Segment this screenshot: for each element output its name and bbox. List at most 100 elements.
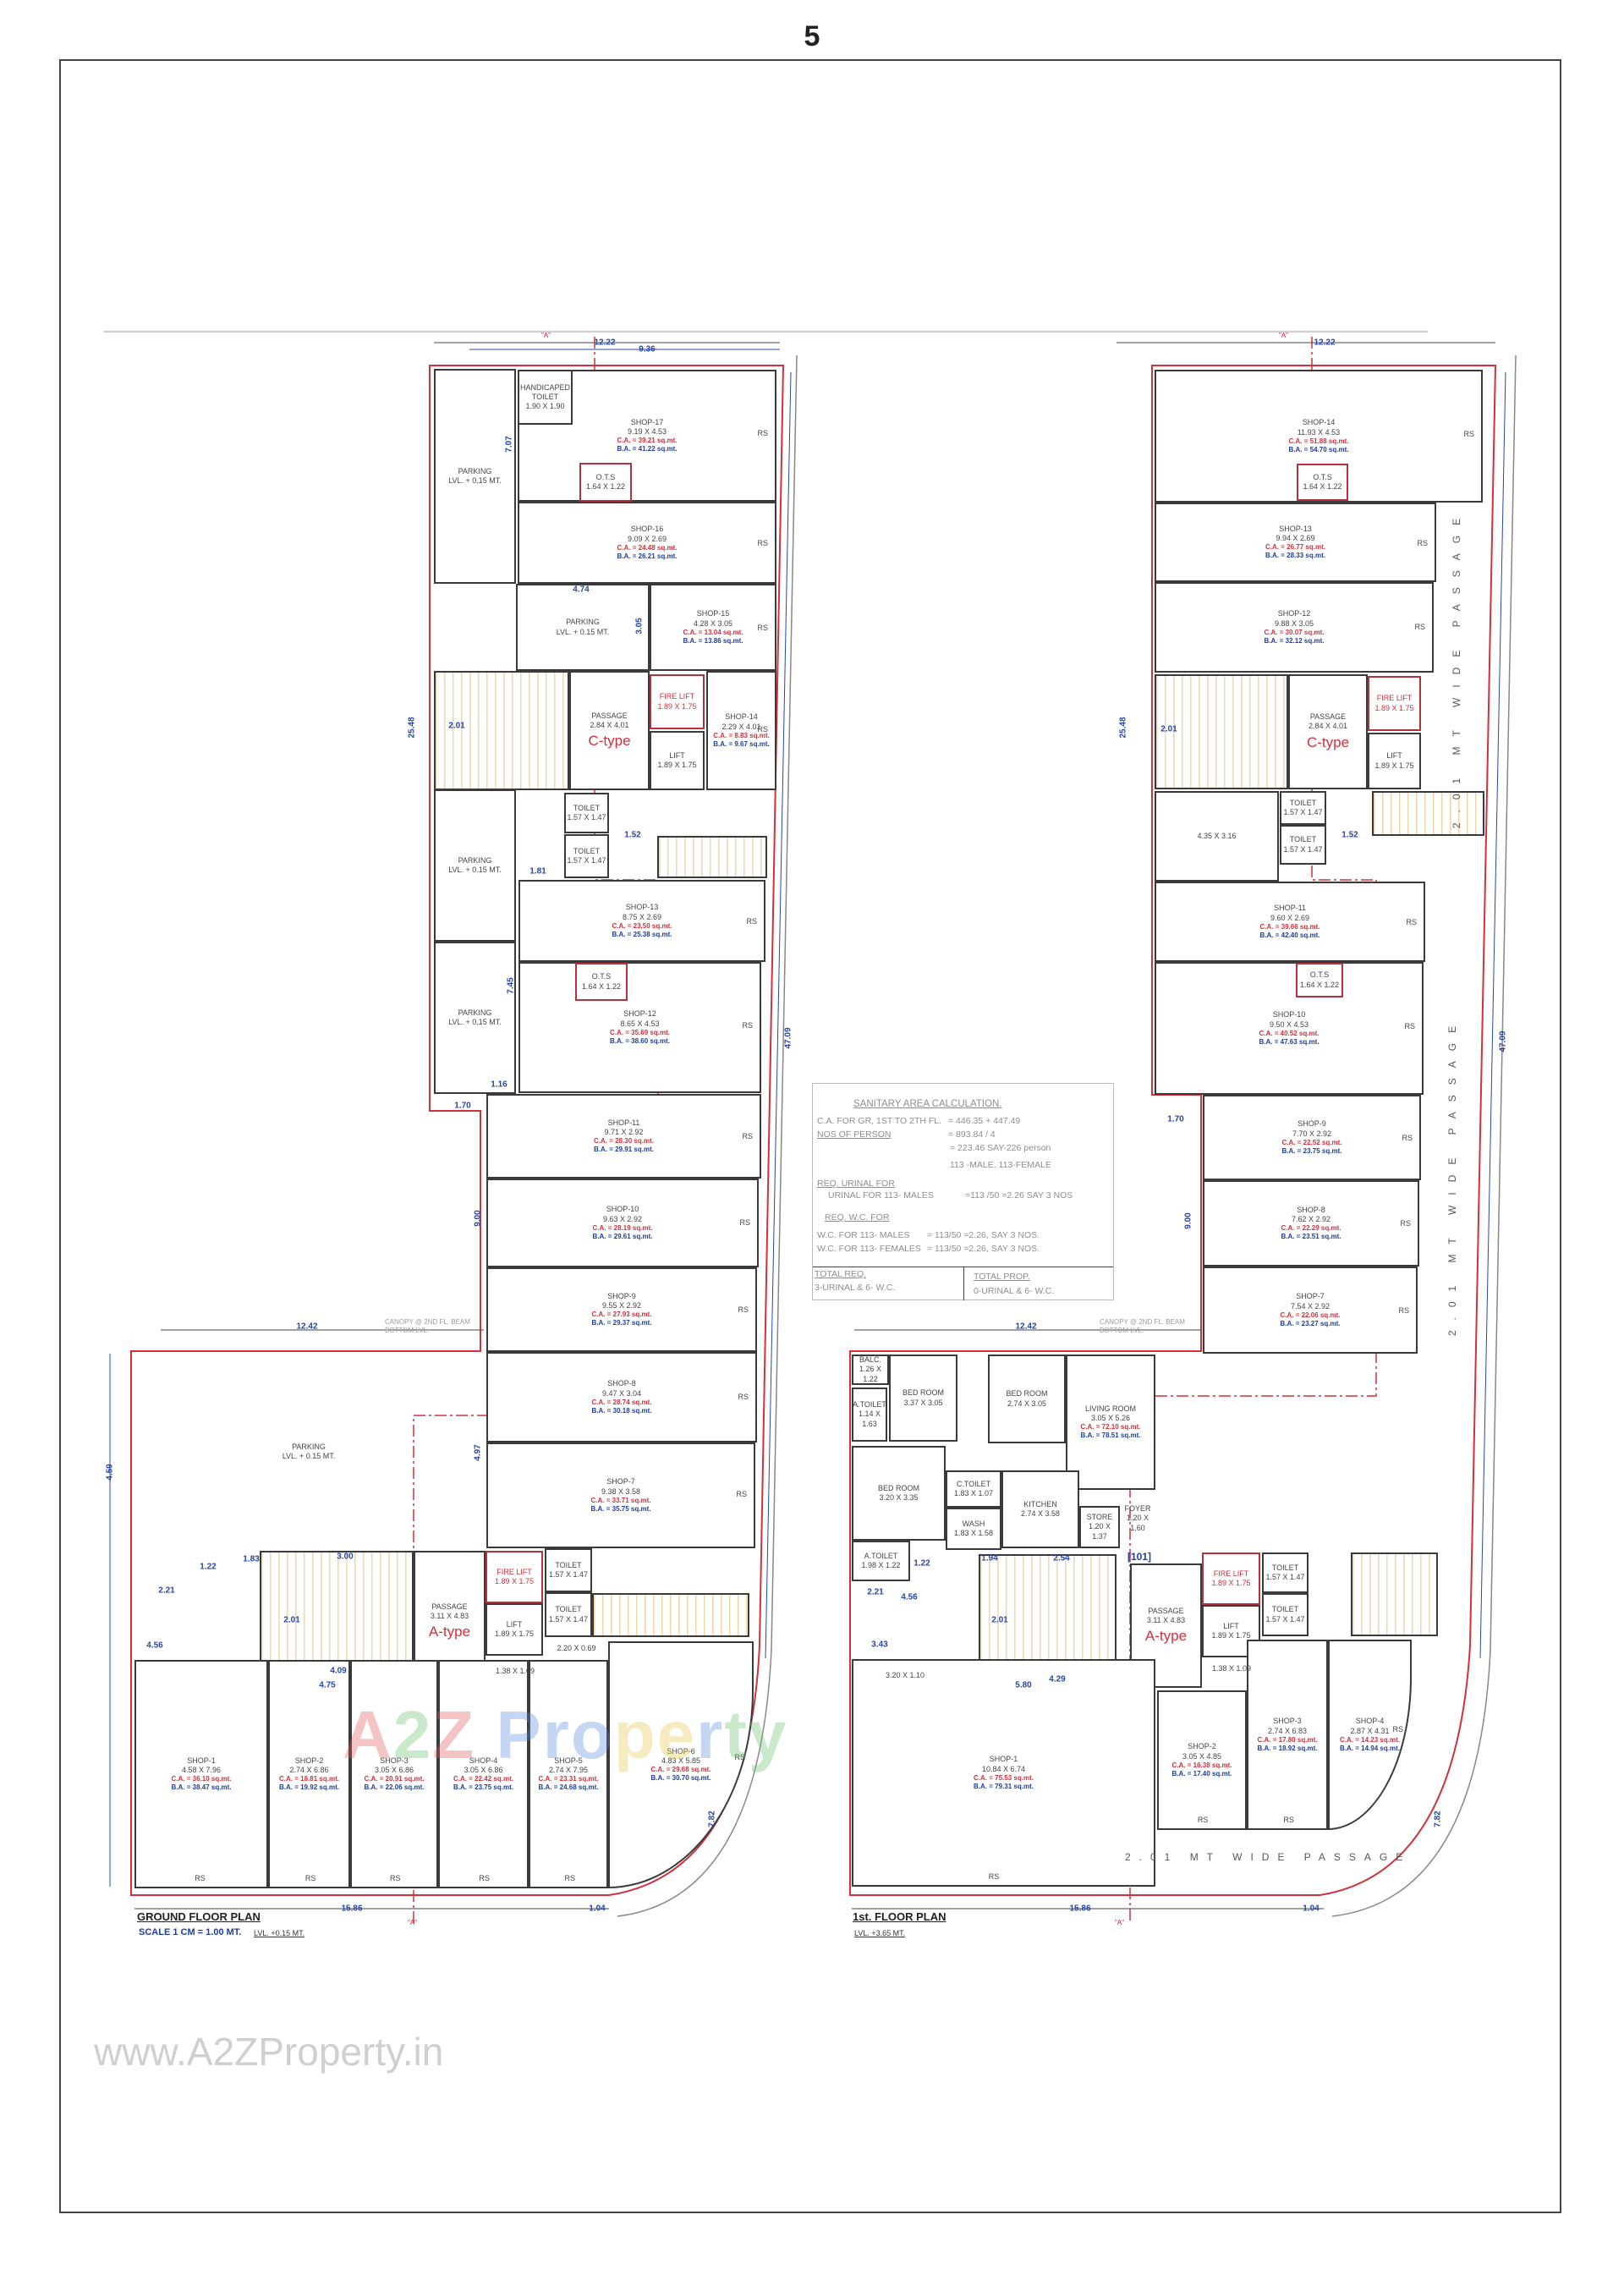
room-size: LVL. + 0.15 MT. (556, 627, 610, 636)
room-size: 1.89 X 1.75 (657, 761, 697, 769)
rolling-shutter-label: RS (1414, 623, 1425, 632)
room-name: PARKING (292, 1442, 326, 1451)
room-size: 1.64 X 1.22 (581, 981, 622, 991)
carpet-area: C.A. = 40.52 sq.mt. (1259, 1029, 1320, 1037)
passage-label: 2.01 MT WIDE PASSAGE (1125, 1851, 1412, 1863)
room-name: SHOP-16 (630, 525, 664, 534)
room-size: 3.37 X 3.05 (903, 1398, 943, 1407)
first-plot-boundary (849, 365, 1497, 1896)
rolling-shutter-label: RS (1417, 538, 1428, 547)
builtup-area: B.A. = 29.37 sq.mt. (591, 1319, 652, 1327)
ground-plan-title: GROUND FLOOR PLAN (137, 1910, 261, 1923)
sanitary-line-left: REQ. W.C. FOR (825, 1212, 890, 1223)
dimension-label: 3.05 (634, 618, 645, 635)
ground-plan-scale: SCALE 1 CM = 1.00 MT. (139, 1927, 242, 1937)
room-size: 2.87 X 4.31 (1350, 1726, 1390, 1735)
room-name: O.T.S (1313, 472, 1332, 481)
carpet-area: C.A. = 20.91 sq.mt. (364, 1775, 425, 1783)
room-size: 2.74 X 7.95 (548, 1766, 589, 1774)
room-size: 1.64 X 1.22 (585, 482, 626, 491)
room-name: SHOP-7 (606, 1477, 635, 1486)
room-size: 9.88 X 3.05 (1274, 618, 1314, 628)
staircase (1155, 674, 1288, 789)
room-name: FIRE LIFT (1376, 694, 1413, 703)
room-size: 2.74 X 3.05 (1007, 1399, 1047, 1408)
room-size: 4.28 X 3.05 (693, 618, 733, 628)
room-name: LIVING ROOM (1084, 1404, 1136, 1413)
sanitary-line-left: URINAL FOR 113- MALES (828, 1190, 934, 1201)
carpet-area: C.A. = 26.77 sq.mt. (1265, 543, 1325, 552)
room-name: SHOP-8 (607, 1379, 636, 1388)
room-size: 9.19 X 4.53 (627, 427, 667, 436)
dimension-label: 4.56 (901, 1592, 918, 1602)
room-name: KITCHEN (1023, 1499, 1057, 1508)
dimension-label: 7.82 (707, 1811, 717, 1827)
dimension-label: 2.54 (1053, 1553, 1070, 1563)
sanitary-line-right: = 113/50 =2.26, SAY 3 NOS. (927, 1244, 1040, 1254)
room-size: 4.58 X 7.96 (181, 1766, 222, 1774)
dimension-label: 3.00 (337, 1552, 354, 1562)
sanitary-line-left: W.C. FOR 113- FEMALES (817, 1244, 921, 1254)
room-size: 1.89 X 1.75 (494, 1629, 535, 1638)
dimension-label: 4.74 (573, 585, 590, 595)
dimension-label: 25.48 (407, 717, 417, 739)
builtup-area: B.A. = 23.75 sq.mt. (1281, 1146, 1342, 1155)
sanitary-line-left: C.A. FOR GR, 1ST TO 2TH FL. (817, 1116, 942, 1126)
carpet-area: C.A. = 23.31 sq.mt. (538, 1775, 599, 1783)
room-name: TOILET (573, 846, 601, 855)
carpet-area: C.A. = 39.21 sq.mt. (617, 437, 678, 445)
room-name: SHOP-12 (623, 1009, 656, 1019)
staircase (1372, 791, 1484, 836)
sanitary-line-right: 113 -MALE. 113-FEMALE (950, 1160, 1051, 1170)
a2z-property-logo-watermark: A2Z Property (343, 1697, 788, 1772)
room-name: O.T.S (595, 472, 616, 481)
dimension-label: 2.21 (867, 1587, 884, 1597)
room-name: A.TOILET (853, 1400, 886, 1410)
carpet-area: C.A. = 17.80 sq.mt. (1257, 1735, 1318, 1744)
core-type: C-type (1306, 734, 1350, 750)
room-name: BALC. (859, 1355, 881, 1365)
room-name: SHOP-9 (1298, 1119, 1326, 1129)
room-name: SHOP-1 (989, 1755, 1018, 1764)
builtup-area: B.A. = 13.86 sq.mt. (683, 636, 743, 645)
carpet-area: C.A. = 16.38 sq.mt. (1171, 1761, 1232, 1769)
room-name: SHOP-6 (667, 1746, 695, 1756)
sanitary-area-calculation: SANITARY AREA CALCULATION. C.A. FOR GR, … (812, 1083, 1114, 1300)
dimension-label: 1.70 (454, 1101, 471, 1111)
builtup-area: B.A. = 26.21 sq.mt. (617, 552, 678, 560)
dimension-label: 12.22 (1314, 338, 1336, 348)
total-proposed-value: 0-URINAL & 6- W.C. (974, 1286, 1055, 1296)
total-proposed-label: TOTAL PROP. (974, 1272, 1030, 1282)
room-space: 2.20 X 0.69 (545, 1639, 608, 1659)
builtup-area: B.A. = 23.51 sq.mt. (1281, 1233, 1341, 1241)
room-name: O.T.S (1309, 970, 1330, 980)
room-name: SHOP-3 (1273, 1717, 1302, 1726)
dimension-label: 15.86 (1069, 1904, 1091, 1914)
room-name: FIRE LIFT (497, 1567, 532, 1576)
ground-plot-boundary (130, 365, 785, 1896)
room-space: 1.38 X 1.09 (486, 1663, 545, 1680)
rolling-shutter-label: RS (746, 916, 757, 926)
sanitary-line-left: W.C. FOR 113- MALES (817, 1230, 910, 1240)
carpet-area: C.A. = 28.30 sq.mt. (594, 1137, 654, 1146)
room-size: 1.26 X 1.22 (859, 1365, 882, 1383)
first-road-edge (1331, 354, 1517, 1917)
carpet-area: C.A. = 8.83 sq.mt. (713, 731, 770, 739)
room-name: WASH (962, 1519, 985, 1528)
dimension-label: 25.48 (1118, 717, 1128, 739)
